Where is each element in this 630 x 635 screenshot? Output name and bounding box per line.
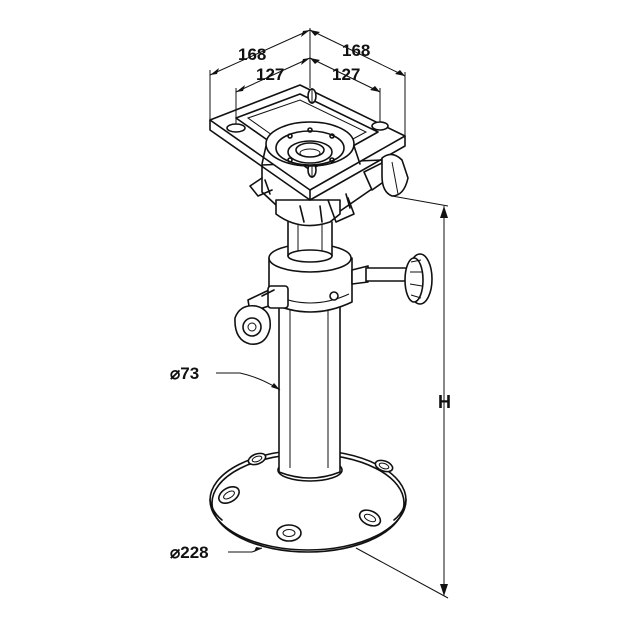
dim-top-right-outer: 168 (342, 41, 370, 60)
base-mounting-slot (247, 452, 267, 466)
mount-slot (371, 121, 389, 131)
seat-swivel-mount (209, 84, 409, 227)
height-adjust-collar (268, 221, 353, 313)
mount-slot (307, 88, 317, 104)
base-mounting-slot (374, 459, 394, 473)
dim-top-left-inner: 127 (256, 65, 284, 84)
top-dimensions (209, 28, 406, 136)
base-mounting-slot (218, 486, 240, 504)
base-mounting-slot (276, 524, 302, 542)
base-diameter-leader (228, 547, 263, 553)
height-dimension (355, 195, 449, 599)
base-mounting-slot (358, 509, 382, 527)
dim-height: H (438, 392, 451, 412)
release-lever (234, 285, 289, 345)
dim-column-diameter: ⌀73 (170, 364, 199, 383)
dim-top-left-outer: 168 (238, 45, 266, 64)
mount-slot (226, 123, 246, 133)
dim-top-right-inner: 127 (332, 65, 360, 84)
column-tube (278, 299, 341, 479)
column-diameter-leader (216, 372, 281, 391)
height-lock-knob (351, 253, 433, 305)
dim-base-diameter: ⌀228 (170, 543, 209, 562)
